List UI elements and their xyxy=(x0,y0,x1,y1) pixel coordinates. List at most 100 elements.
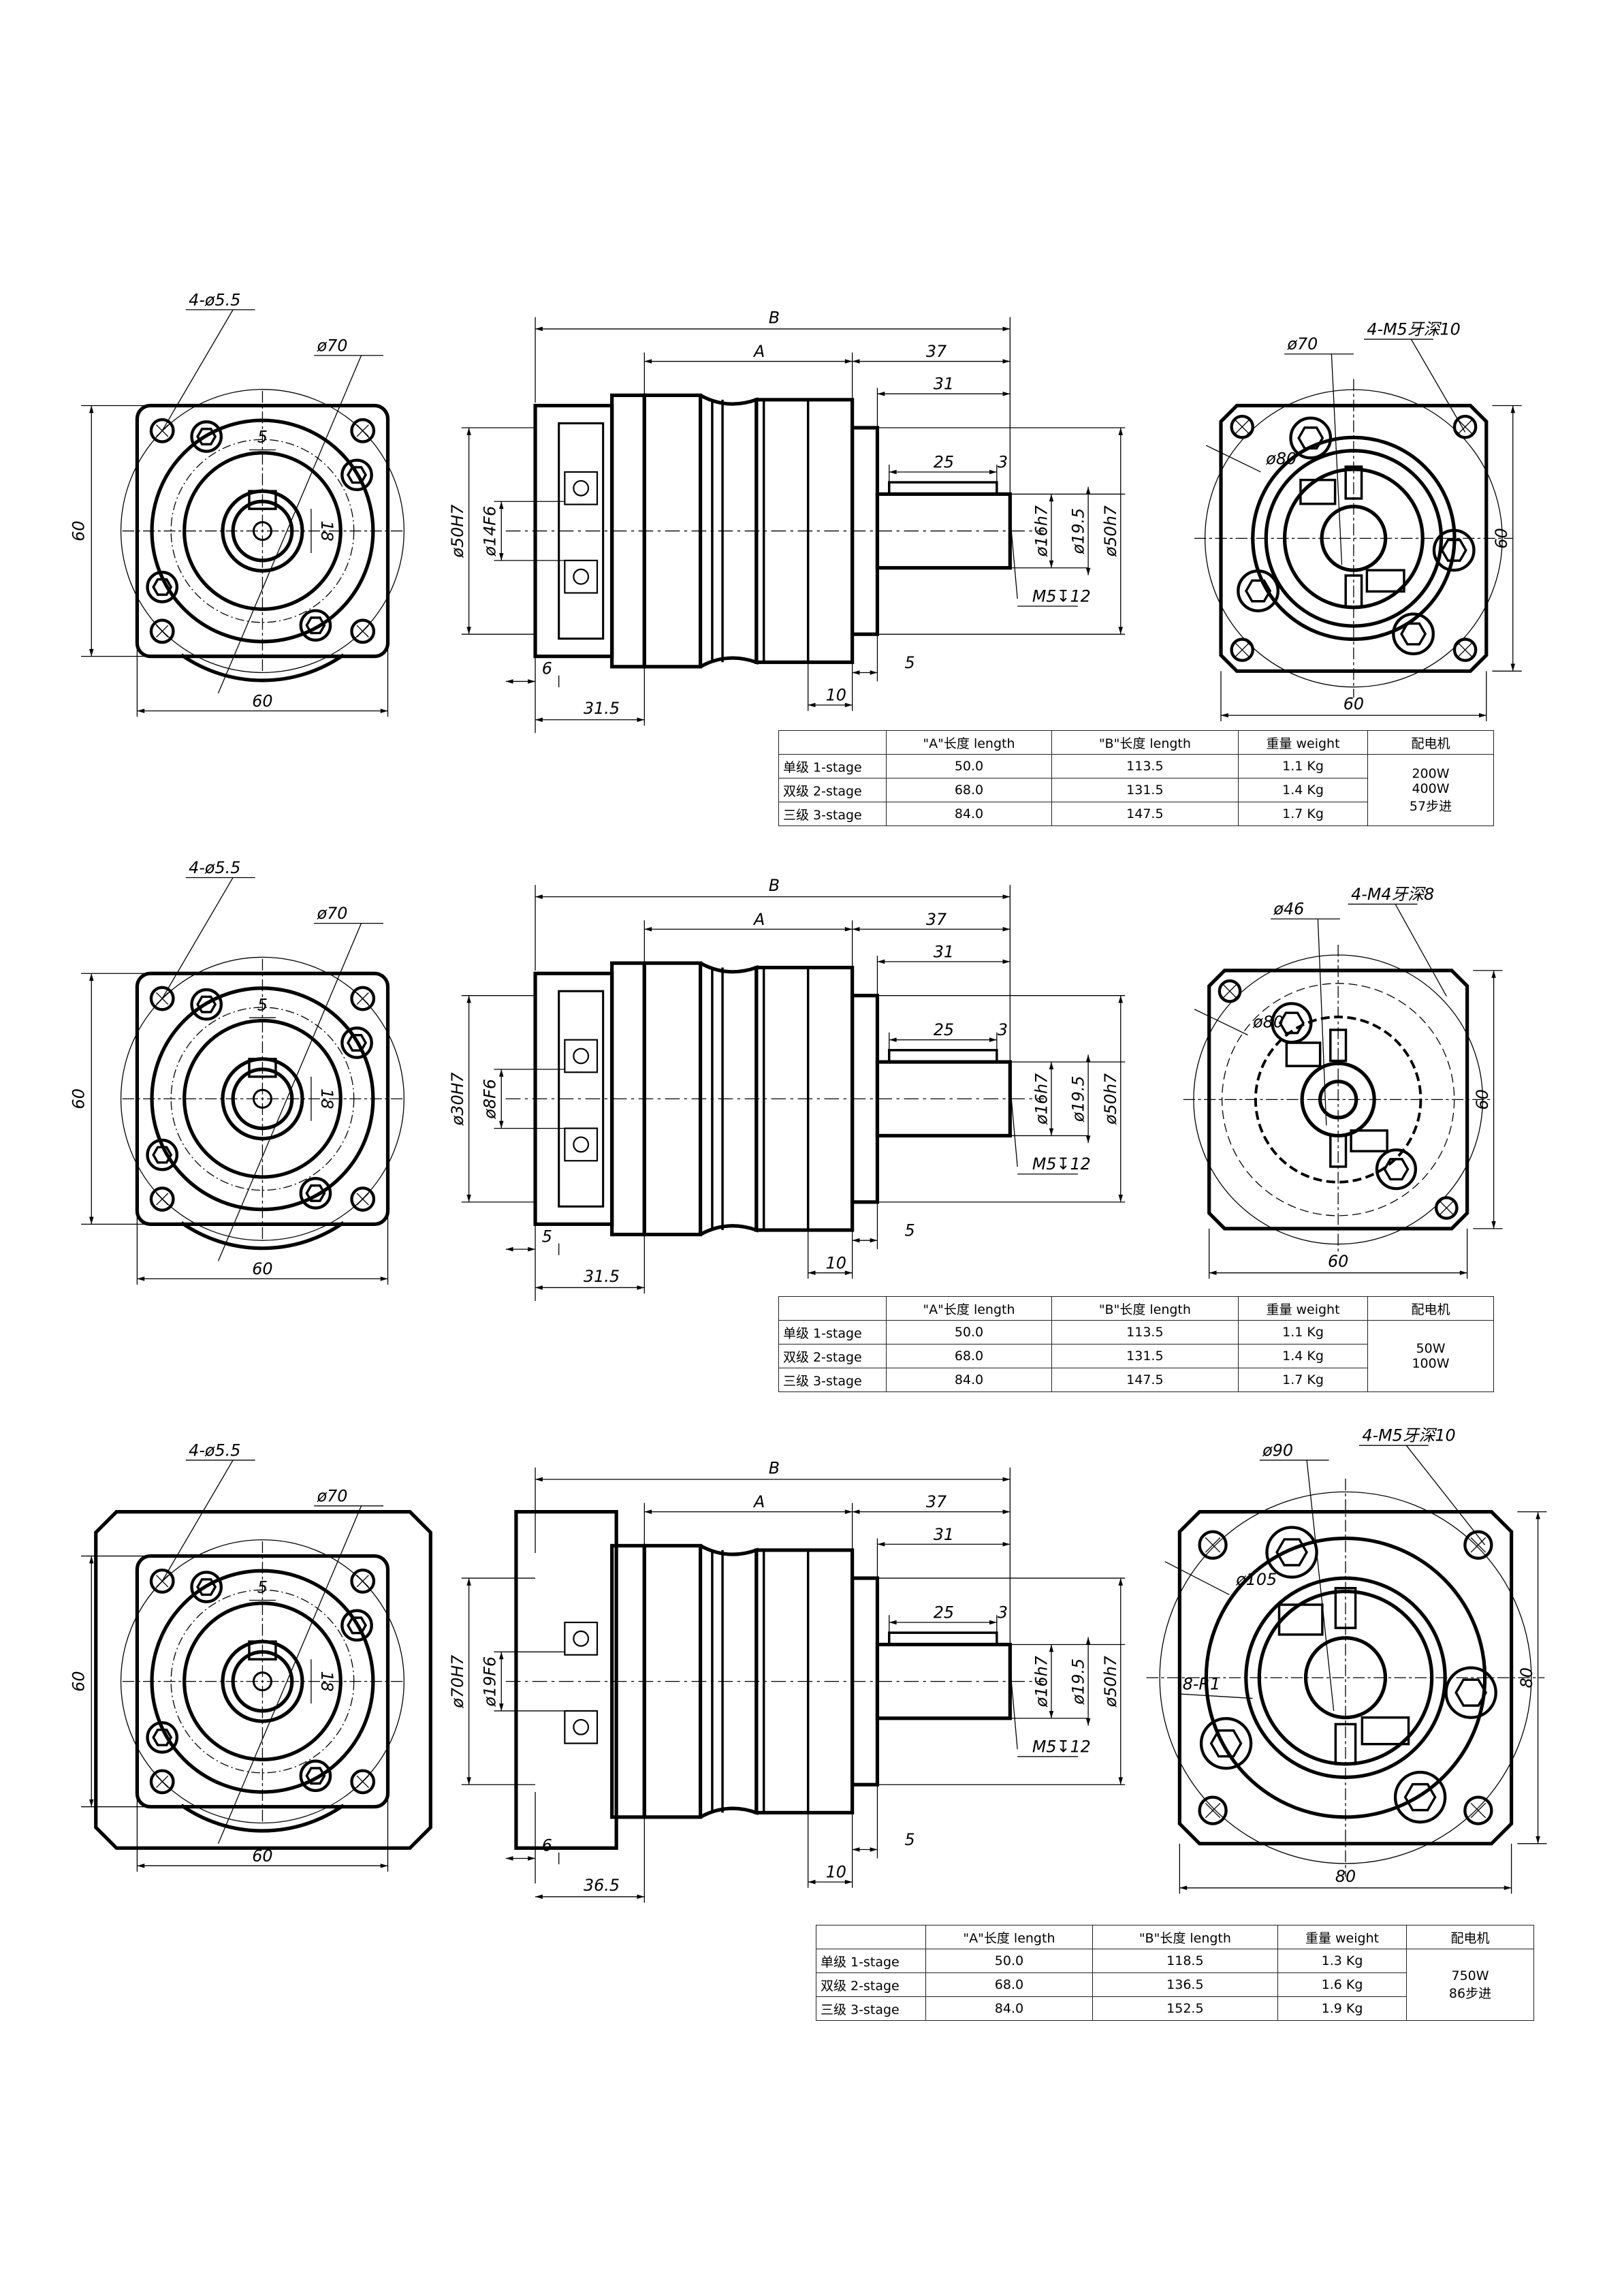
column-header: 配电机 xyxy=(1406,1925,1534,1949)
circle xyxy=(1237,569,1279,612)
line xyxy=(1439,1200,1454,1216)
outline xyxy=(248,490,277,510)
key-width-label: 5 xyxy=(257,995,268,1014)
circle-diameter-label: ø105 xyxy=(1235,1570,1277,1589)
line xyxy=(356,992,369,1005)
pilot-diameter-label: ø50h7 xyxy=(1101,1073,1120,1125)
thread-hole-label: 4-M4牙深8 xyxy=(1351,885,1434,904)
pcd-label: ø70 xyxy=(317,336,348,355)
motor-option: 100W xyxy=(1412,1356,1450,1371)
housing-bore-label: ø70H7 xyxy=(448,1655,467,1709)
arrowhead xyxy=(505,679,536,684)
motor-option: 57步进 xyxy=(1409,798,1452,814)
height-dimension: 60 xyxy=(1473,1089,1492,1110)
arrowhead xyxy=(1049,1644,1054,1718)
line xyxy=(156,1193,169,1206)
dim-10: 10 xyxy=(826,1253,846,1272)
dim-input-depth: 6 xyxy=(542,659,552,678)
line xyxy=(356,424,369,437)
dim-A: A xyxy=(752,342,765,361)
arrowhead xyxy=(1049,1062,1054,1136)
circle xyxy=(573,479,590,497)
stage-label: 三级 3-stage xyxy=(778,1368,887,1392)
outline xyxy=(248,1058,277,1078)
table-cell: 68.0 xyxy=(886,778,1052,802)
circle xyxy=(1452,638,1478,662)
thread-hole-label: 4-M5牙深10 xyxy=(1362,1426,1455,1445)
hex-bolt-icon xyxy=(1454,1678,1488,1707)
circle-diameter-label: ø80 xyxy=(1252,1012,1284,1031)
chamfered-flange xyxy=(1177,1510,1514,1846)
table-cell: 1.4 Kg xyxy=(1238,1344,1368,1368)
dim-input-depth: 6 xyxy=(542,1836,552,1855)
line xyxy=(217,355,362,694)
line xyxy=(1179,1693,1253,1699)
motor-option: 50W xyxy=(1416,1341,1446,1356)
line xyxy=(1205,1537,1221,1553)
key-height-label: 18 xyxy=(317,1088,336,1109)
circle xyxy=(1463,1795,1493,1825)
circle xyxy=(350,418,376,443)
dim-25: 25 xyxy=(934,1020,954,1039)
dim-31: 31 xyxy=(934,1525,954,1544)
hex-bolt-icon xyxy=(196,428,217,445)
line xyxy=(1009,516,1018,599)
column-header: "A"长度 length xyxy=(925,1925,1093,1949)
table-cell: 118.5 xyxy=(1092,1949,1279,1973)
column-header: "B"长度 length xyxy=(1051,1296,1239,1321)
hex-bolt-icon xyxy=(196,1578,217,1597)
dim-flange-length: 36.5 xyxy=(584,1876,620,1895)
pilot-diameter-label: ø50h7 xyxy=(1101,1656,1120,1708)
dim-31: 31 xyxy=(934,942,954,961)
hex-bolt-icon xyxy=(1278,1011,1305,1035)
circle xyxy=(149,1568,175,1594)
line xyxy=(1331,353,1343,565)
circle xyxy=(1432,529,1476,572)
circle xyxy=(1198,1530,1228,1560)
dim-25: 25 xyxy=(934,452,954,471)
table-cell: 1.1 Kg xyxy=(1238,1320,1368,1344)
circle xyxy=(146,571,179,603)
outline xyxy=(564,1710,599,1744)
table-cell: 84.0 xyxy=(925,1996,1093,2021)
body-arc xyxy=(180,653,345,682)
outline xyxy=(564,471,599,505)
hex-bolt-icon xyxy=(1297,426,1324,450)
column-header: 重量 weight xyxy=(1238,730,1368,755)
shaft-thread-label: M5↧12 xyxy=(1032,1737,1091,1757)
outline xyxy=(888,481,998,496)
hex-bolt-icon xyxy=(1440,539,1467,562)
table-cell: 152.5 xyxy=(1092,1996,1279,2021)
table-cell: 131.5 xyxy=(1051,1344,1239,1368)
key-width-label: 5 xyxy=(257,428,268,447)
circle xyxy=(350,1186,376,1212)
stage-label: 双级 2-stage xyxy=(778,1344,887,1368)
pilot-diameter-label: ø50h7 xyxy=(1101,505,1120,557)
circle xyxy=(350,986,376,1011)
hex-bolt-icon xyxy=(1403,1782,1437,1812)
hex-bolt-icon xyxy=(152,1146,173,1164)
body-arc xyxy=(180,1221,345,1251)
circle xyxy=(1392,612,1435,656)
circle xyxy=(149,1186,175,1212)
dim-3: 3 xyxy=(998,1603,1008,1622)
outline xyxy=(1350,1129,1388,1152)
circle xyxy=(120,1539,404,1824)
table-cell: 147.5 xyxy=(1051,1368,1239,1392)
circle xyxy=(573,1630,590,1647)
hex-bolt-icon xyxy=(152,578,173,596)
input-bore-label: ø8F6 xyxy=(481,1079,500,1120)
hex-bolt-icon xyxy=(1400,622,1427,646)
key-height-label: 18 xyxy=(317,1671,336,1691)
circle xyxy=(299,1759,332,1793)
column-header: "A"长度 length xyxy=(886,1296,1052,1321)
circle xyxy=(1218,979,1242,1003)
